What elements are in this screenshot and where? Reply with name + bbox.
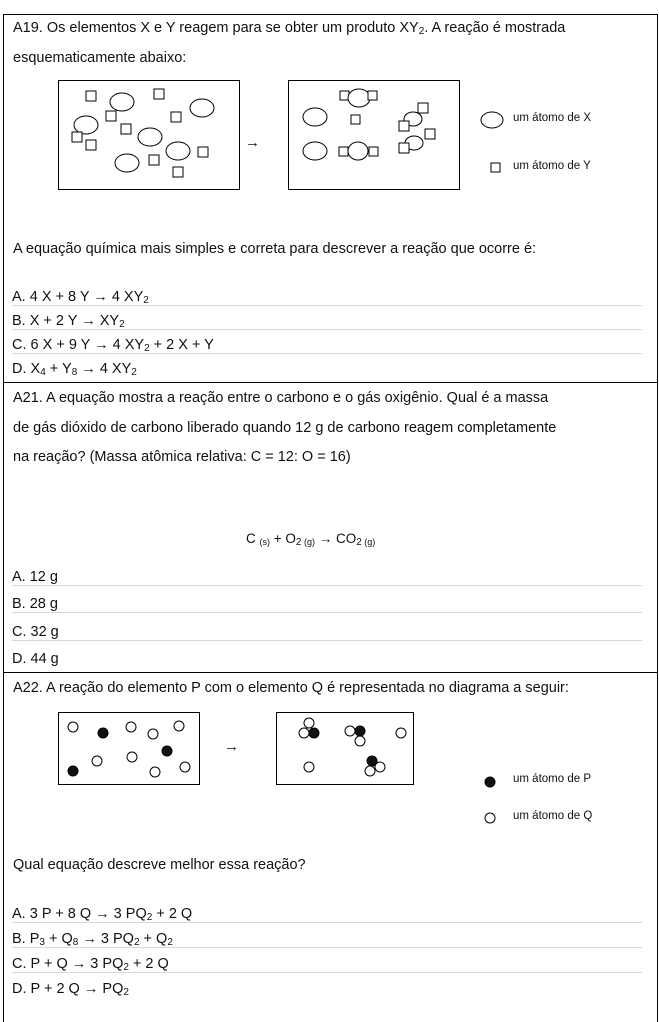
legend-q-open-circle-icon	[484, 812, 496, 824]
q19-reactants-box	[58, 80, 240, 190]
atom-x	[189, 98, 215, 118]
atom-x	[165, 141, 191, 161]
q19-stem-line1: A19. Os elementos X e Y reagem para se o…	[13, 20, 566, 37]
atom-y	[148, 154, 160, 166]
q19-q21-divider	[3, 382, 658, 383]
atom-y	[71, 131, 83, 143]
atom-y	[105, 110, 117, 122]
q22-stem: A22. A reação do elemento P com o elemen…	[13, 680, 569, 696]
top-border	[3, 14, 658, 15]
q21-stem-line1: A21. A equação mostra a reação entre o c…	[13, 390, 549, 406]
q21-option-b[interactable]: B. 28 g	[12, 596, 642, 613]
q22-legend-q: um átomo de Q	[513, 810, 593, 822]
atom-y	[85, 90, 97, 102]
q19-option-b[interactable]: B. X + 2 Y → XY2	[12, 313, 642, 330]
atom-y	[197, 146, 209, 158]
q22-reaction-arrow: →	[224, 738, 239, 755]
q21-option-d[interactable]: D. 44 g	[12, 651, 59, 667]
legend-x-circle-icon	[480, 111, 504, 129]
worksheet-frame	[3, 14, 658, 1022]
q19-legend-x: um átomo de X	[513, 112, 591, 124]
q19-reaction-arrow: →	[245, 134, 260, 151]
q22-option-c[interactable]: C. P + Q → 3 PQ2 + 2 Q	[12, 956, 642, 973]
atom-y	[120, 123, 132, 135]
atom-y	[170, 111, 182, 123]
q21-option-a[interactable]: A. 12 g	[12, 569, 642, 586]
atom-y	[85, 139, 97, 151]
atom-y	[153, 88, 165, 100]
q19-reactants-diagram	[71, 88, 215, 178]
q19-option-a[interactable]: A. 4 X + 8 Y → 4 XY2	[12, 289, 642, 306]
q19-products-box	[288, 80, 460, 190]
atom-x	[114, 153, 140, 173]
q22-question: Qual equação descreve melhor essa reação…	[13, 857, 306, 873]
q21-option-c[interactable]: C. 32 g	[12, 624, 642, 641]
q22-option-b[interactable]: B. P3 + Q8 → 3 PQ2 + Q2	[12, 931, 642, 948]
legend-p-filled-circle-icon	[484, 776, 496, 788]
q19-question: A equação química mais simples e correta…	[13, 241, 537, 257]
q22-option-d[interactable]: D. P + 2 Q → PQ2	[12, 981, 129, 998]
q22-option-a[interactable]: A. 3 P + 8 Q → 3 PQ2 + 2 Q	[12, 906, 642, 923]
q22-products-diagram	[298, 717, 407, 777]
q21-stem-line3: na reação? (Massa atômica relativa: C = …	[13, 449, 351, 465]
q21-q22-divider	[3, 672, 658, 673]
q22-reactants-box	[58, 712, 200, 785]
q22-reactants-diagram	[67, 720, 191, 778]
q22-legend-p: um átomo de P	[513, 773, 591, 785]
q19-products-diagram	[302, 88, 436, 161]
atom-x	[137, 127, 163, 147]
q22-products-box	[276, 712, 414, 785]
atom-x	[73, 115, 99, 135]
q19-stem-line2: esquematicamente abaixo:	[13, 50, 187, 66]
q21-chemical-equation: C (s) + O2 (g) → CO2 (g)	[246, 531, 376, 548]
q21-stem-line2: de gás dióxido de carbono liberado quand…	[13, 420, 557, 436]
q19-option-d[interactable]: D. X4 + Y8 → 4 XY2	[12, 361, 137, 378]
q19-option-c[interactable]: C. 6 X + 9 Y → 4 XY2 + 2 X + Y	[12, 337, 642, 354]
atom-y	[172, 166, 184, 178]
atom-x	[109, 92, 135, 112]
legend-y-square-icon	[490, 162, 501, 173]
q19-legend-y: um átomo de Y	[513, 160, 591, 172]
